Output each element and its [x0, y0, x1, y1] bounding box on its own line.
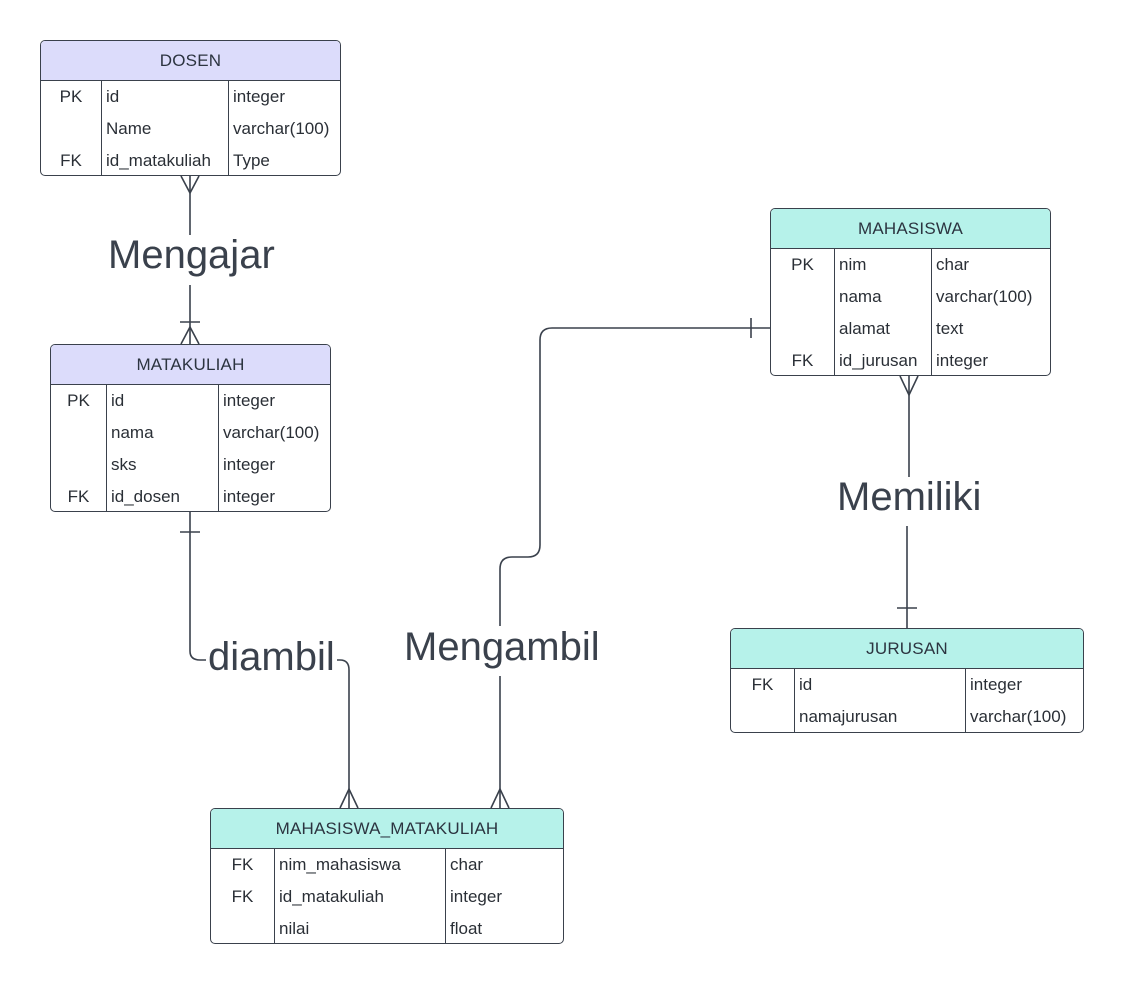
field-type: integer — [223, 391, 275, 410]
crowfoot-mm-right-icon — [490, 787, 510, 809]
table-row: PK id integer — [41, 81, 340, 113]
crowfoot-matakuliah-icon — [180, 325, 200, 345]
key-cell: FK — [751, 675, 774, 694]
field-name: nama — [111, 423, 154, 442]
field-type: Type — [233, 151, 270, 170]
field-type: varchar(100) — [936, 287, 1033, 306]
field-type: integer — [970, 675, 1022, 694]
key-cell: FK — [67, 487, 90, 506]
entity-dosen[interactable]: DOSEN PK id integer Name varchar(100) FK… — [40, 40, 341, 176]
field-name: id — [111, 391, 125, 410]
entity-title: JURUSAN — [731, 629, 1083, 669]
field-name: nama — [839, 287, 882, 306]
entity-matakuliah[interactable]: MATAKULIAH PK id integer nama varchar(10… — [50, 344, 331, 512]
field-type: integer — [223, 487, 275, 506]
key-cell: FK — [231, 887, 254, 906]
field-type: integer — [450, 887, 502, 906]
field-type: integer — [223, 455, 275, 474]
field-name: id — [106, 87, 120, 106]
entity-title: DOSEN — [41, 41, 340, 81]
table-row: PK id integer — [51, 385, 330, 417]
crowfoot-mahasiswa-icon — [899, 375, 919, 397]
field-type: integer — [233, 87, 285, 106]
field-type: integer — [936, 351, 988, 370]
table-row: nama varchar(100) — [51, 417, 330, 449]
field-name: Name — [106, 119, 152, 138]
key-cell: PK — [67, 391, 90, 410]
field-type: varchar(100) — [970, 707, 1067, 726]
line-diambil — [189, 512, 350, 808]
table-row: sks integer — [51, 449, 330, 481]
relationship-label-mengambil[interactable]: Mengambil — [402, 625, 602, 669]
table-row: nilai float — [211, 913, 563, 943]
field-name: alamat — [839, 319, 891, 338]
entity-title: MAHASISWA_MATAKULIAH — [211, 809, 563, 849]
table-row: FK nim_mahasiswa char — [211, 849, 563, 881]
table-row: PK nim char — [771, 249, 1050, 281]
field-name: id — [799, 675, 813, 694]
table-row: FK id integer — [731, 669, 1083, 701]
line-memiliki — [906, 376, 910, 628]
field-name: nim — [839, 255, 867, 274]
key-cell: FK — [791, 351, 814, 370]
table-row: FK id_matakuliah integer — [211, 881, 563, 913]
crowfoot-mm-left-icon — [339, 787, 359, 809]
field-type: char — [450, 855, 484, 874]
entity-mahasiswa[interactable]: MAHASISWA PK nim char nama varchar(100) … — [770, 208, 1051, 376]
key-cell: PK — [791, 255, 814, 274]
field-type: float — [450, 919, 483, 938]
field-name: id_jurusan — [839, 351, 918, 370]
field-name: id_dosen — [111, 487, 181, 506]
key-cell: PK — [59, 87, 83, 106]
field-type: varchar(100) — [223, 423, 320, 442]
table-row: alamat text — [771, 313, 1050, 345]
key-cell: FK — [60, 151, 82, 170]
field-name: sks — [111, 455, 137, 474]
table-row: namajurusan varchar(100) — [731, 701, 1083, 732]
field-type: char — [936, 255, 970, 274]
field-name: namajurusan — [799, 707, 898, 726]
relationship-label-memiliki[interactable]: Memiliki — [835, 475, 984, 519]
field-name: nilai — [279, 919, 310, 938]
entity-jurusan[interactable]: JURUSAN FK id integer namajurusan varcha… — [730, 628, 1084, 733]
relationship-label-mengajar[interactable]: Mengajar — [106, 233, 277, 277]
table-row: nama varchar(100) — [771, 281, 1050, 313]
line-mengambil — [499, 327, 770, 808]
relationship-label-diambil[interactable]: diambil — [206, 635, 337, 679]
field-name: id_matakuliah — [106, 151, 211, 170]
field-type: varchar(100) — [233, 119, 330, 138]
table-row: Name varchar(100) — [41, 113, 340, 145]
crowfoot-dosen-icon — [180, 175, 200, 195]
key-cell: FK — [231, 855, 254, 874]
table-row: FK id_dosen integer — [51, 481, 330, 511]
field-name: nim_mahasiswa — [279, 855, 401, 874]
entity-title: MATAKULIAH — [51, 345, 330, 385]
table-row: FK id_matakuliah Type — [41, 145, 340, 175]
field-type: text — [936, 319, 964, 338]
entity-title: MAHASISWA — [771, 209, 1050, 249]
entity-mahasiswa-matakuliah[interactable]: MAHASISWA_MATAKULIAH FK nim_mahasiswa ch… — [210, 808, 564, 944]
field-name: id_matakuliah — [279, 887, 384, 906]
table-row: FK id_jurusan integer — [771, 345, 1050, 375]
